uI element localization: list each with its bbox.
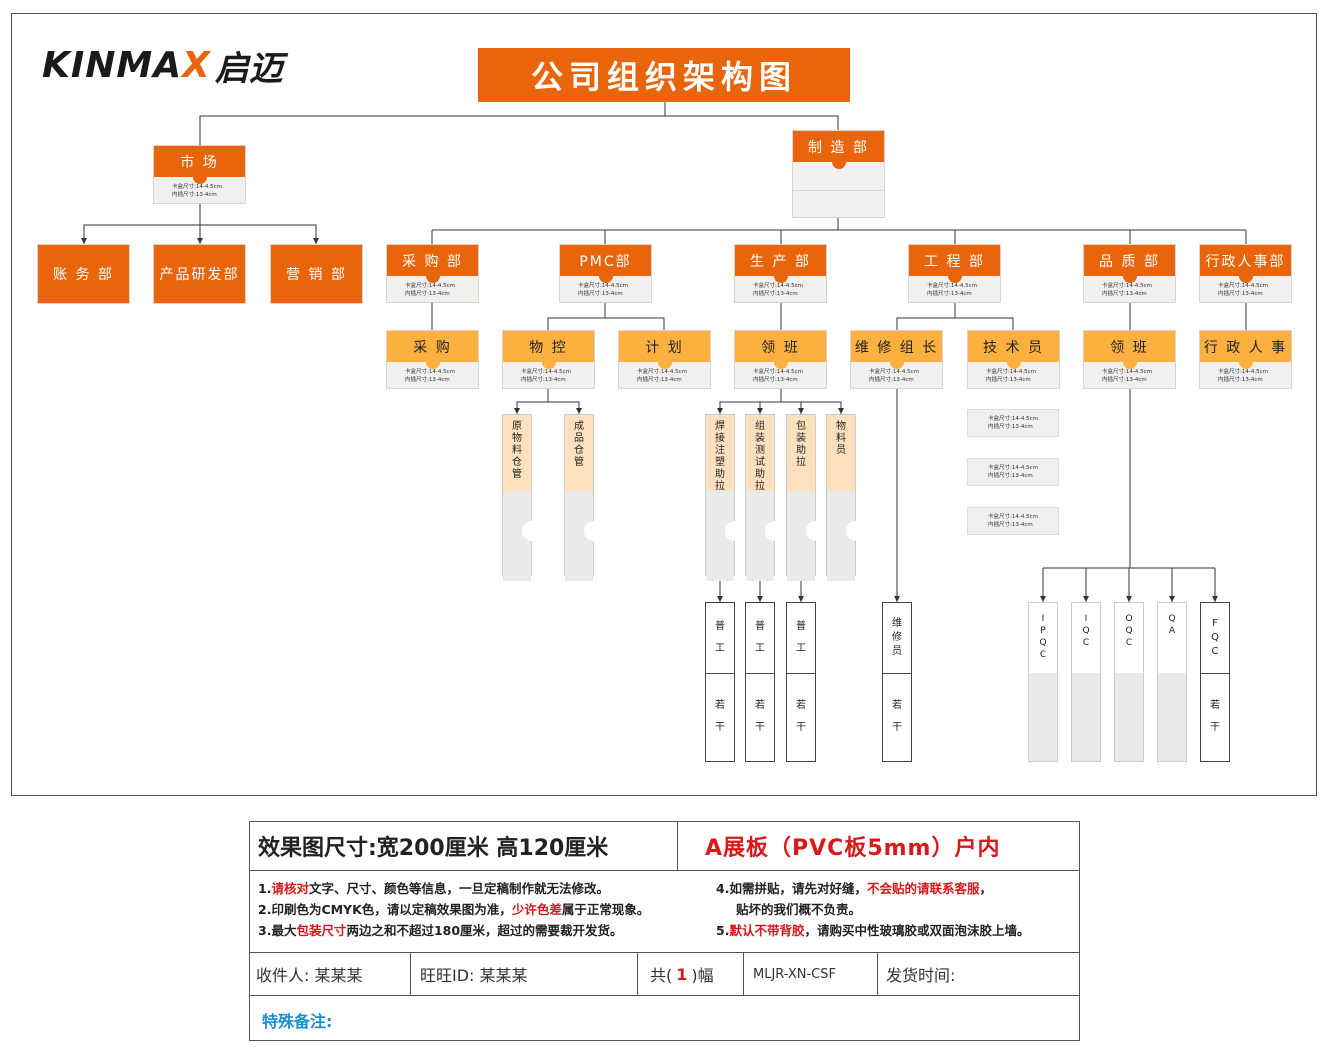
sheet-count: 共(1)幅 xyxy=(650,964,714,986)
dept-accounting: 账 务 部 xyxy=(37,244,130,304)
connector-lines xyxy=(81,102,1247,602)
role-welding-assistant: 焊接注塑助拉 xyxy=(705,414,735,581)
role-material-clerk: 物料员 xyxy=(826,414,856,581)
order-code: MLJR-XN-CSF xyxy=(753,966,836,982)
material-spec: A展板（PVC板5mm）户内 xyxy=(705,836,1001,861)
ship-time: 发货时间: xyxy=(886,966,956,985)
dept-rnd: 产品研发部 xyxy=(153,244,246,304)
role-raw-material-warehouse: 原物料仓管 xyxy=(502,414,532,581)
order-info-panel: 效果图尺寸:宽200厘米 高120厘米 A展板（PVC板5mm）户内 1.请核对… xyxy=(249,821,1080,1041)
wangwang-id: 旺旺ID: 某某某 xyxy=(420,966,528,985)
receiver: 收件人: 某某某 xyxy=(256,966,363,985)
special-remark: 特殊备注: xyxy=(262,1012,333,1031)
company-logo: KINMAX 启迈 xyxy=(42,44,283,89)
chart-board xyxy=(11,13,1317,796)
role-general-worker: 普工 若干 xyxy=(745,602,775,762)
role-finished-goods-warehouse: 成品仓管 xyxy=(564,414,594,581)
role-packing-assistant: 包装助拉 xyxy=(786,414,816,581)
manufacturing-label: 制 造 部 xyxy=(793,131,884,169)
logo-cn: 启迈 xyxy=(214,48,283,89)
market-label: 市 场 xyxy=(154,146,245,184)
role-general-worker: 普工 若干 xyxy=(705,602,735,762)
render-size: 效果图尺寸:宽200厘米 高120厘米 xyxy=(258,836,609,861)
role-repairman: 维修员 若干 xyxy=(882,602,912,762)
dept-marketing: 营 销 部 xyxy=(270,244,363,304)
logo-en: KINMAX xyxy=(42,44,211,86)
page-title: 公司组织架构图 xyxy=(478,48,850,102)
manufacturing-card: 制 造 部 xyxy=(792,130,885,218)
role-general-worker: 普工 若干 xyxy=(786,602,816,762)
role-assembly-test-assistant: 组装测试助拉 xyxy=(745,414,775,581)
